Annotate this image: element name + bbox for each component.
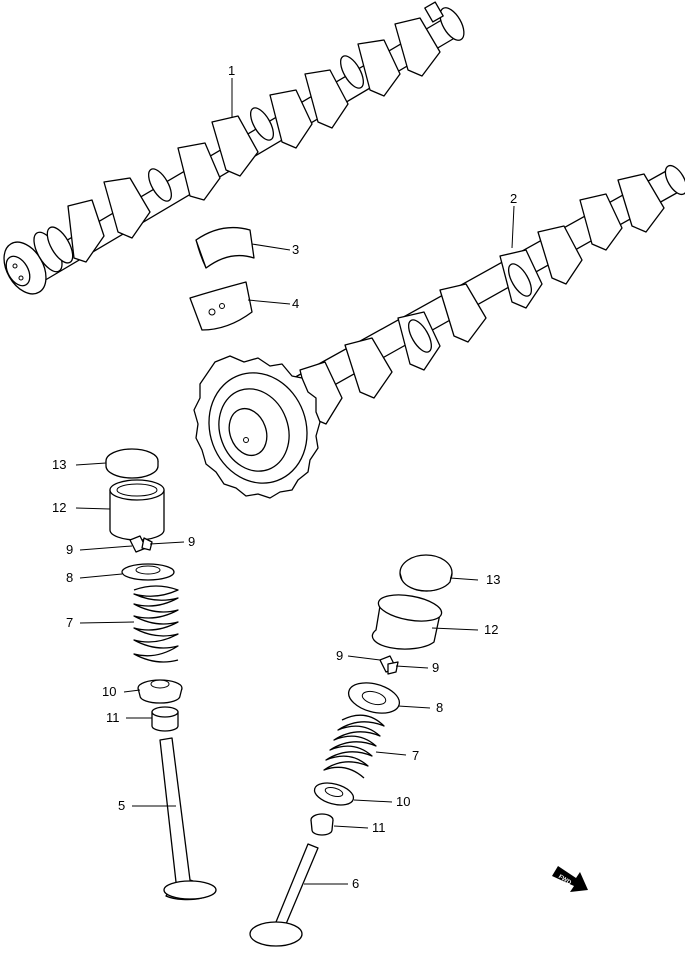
cotter-9-right — [379, 655, 399, 675]
retainer-8-left — [121, 563, 175, 581]
bearing-3 — [195, 226, 255, 269]
callouts: 1 2 3 4 13 12 9 9 8 7 10 11 5 13 12 9 9 … — [52, 63, 517, 891]
callout-8-right: 8 — [436, 700, 443, 715]
callout-13-right: 13 — [486, 572, 500, 587]
valve-6 — [249, 843, 319, 947]
camshaft-2 — [193, 164, 685, 499]
callout-12-right: 12 — [484, 622, 498, 637]
callout-11-left: 11 — [106, 710, 120, 725]
callout-2: 2 — [510, 191, 517, 206]
stem-seal-11-left — [151, 706, 179, 732]
spring-7-left — [133, 585, 179, 663]
callout-4: 4 — [292, 296, 299, 311]
cotter-9-left — [129, 535, 153, 553]
callout-10-left: 10 — [102, 684, 116, 699]
spring-7-right — [323, 714, 385, 779]
callout-11-right: 11 — [372, 820, 386, 835]
lifter-12-right — [371, 594, 443, 650]
shim-13-right — [399, 554, 453, 592]
valve-5 — [159, 737, 217, 901]
callout-10-right: 10 — [396, 794, 410, 809]
callout-9-right-a: 9 — [336, 648, 343, 663]
lifter-12-left — [109, 479, 165, 541]
fwd-arrow-icon: FWD — [552, 866, 588, 892]
bearing-4 — [189, 281, 253, 331]
shim-13-left — [105, 448, 159, 479]
stem-seal-11-right — [310, 813, 334, 836]
callout-8-left: 8 — [66, 570, 73, 585]
retainer-8-right — [347, 682, 401, 714]
callout-3: 3 — [292, 242, 299, 257]
callout-7-right: 7 — [412, 748, 419, 763]
callout-1: 1 — [228, 63, 235, 78]
spring-seat-10-right — [313, 782, 355, 806]
callout-9-left-b: 9 — [188, 534, 195, 549]
camshaft-1 — [3, 1, 465, 295]
spring-seat-10-left — [137, 679, 183, 704]
callout-5: 5 — [118, 798, 125, 813]
callout-7-left: 7 — [66, 615, 73, 630]
callout-9-left-a: 9 — [66, 542, 73, 557]
callout-13-left: 13 — [52, 457, 66, 472]
callout-9-right-b: 9 — [432, 660, 439, 675]
leader-lines — [75, 78, 515, 885]
callout-6: 6 — [352, 876, 359, 891]
callout-12-left: 12 — [52, 500, 66, 515]
